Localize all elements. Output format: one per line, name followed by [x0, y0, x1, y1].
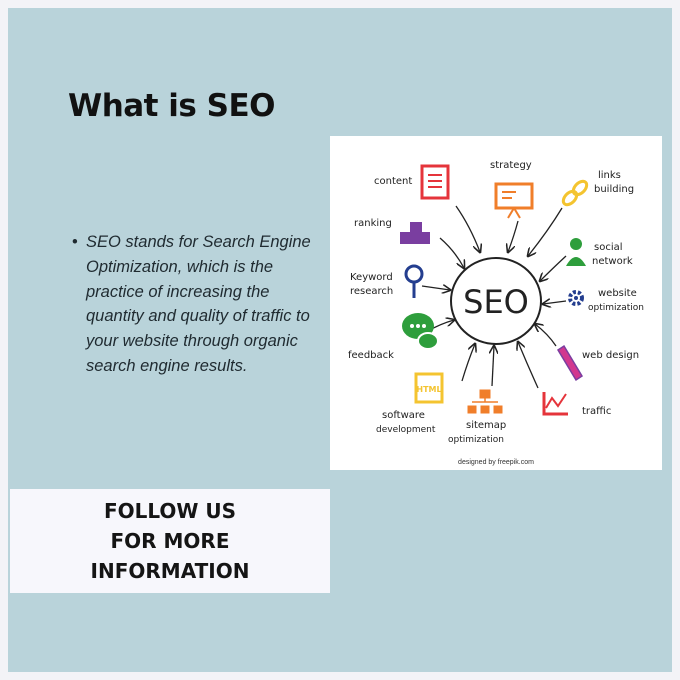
- arrow-ranking: [439, 237, 464, 268]
- link-chain-icon: [561, 179, 589, 207]
- arrow-links: [528, 207, 563, 256]
- arrow-strategy: [508, 220, 519, 252]
- label-feedback: feedback: [348, 350, 394, 361]
- label-keyword-1: Keyword: [350, 272, 393, 283]
- seo-card: What is SEO SEO stands for Search Engine…: [8, 8, 672, 672]
- label-links-2: building: [594, 184, 634, 195]
- strategy-icon: [494, 182, 534, 219]
- seo-center: SEO: [450, 257, 542, 345]
- label-ranking: ranking: [354, 218, 392, 229]
- html-file-icon: HTML: [414, 372, 444, 404]
- seo-center-label: SEO: [463, 283, 529, 321]
- label-social-2: network: [592, 256, 633, 267]
- magnifier-icon: [404, 264, 424, 298]
- follow-us-box: FOLLOW US FOR MORE INFORMATION: [10, 489, 330, 593]
- sitemap-icon: [467, 389, 503, 414]
- page-title: What is SEO: [68, 88, 276, 124]
- social-person-icon: [566, 238, 586, 266]
- description-item: SEO stands for Search Engine Optimizatio…: [72, 230, 322, 379]
- arrow-sitemap: [492, 346, 494, 387]
- label-software-2: development: [376, 425, 436, 435]
- label-web-design: web design: [582, 350, 639, 361]
- ranking-icon: [400, 222, 430, 244]
- arrow-social: [540, 255, 567, 281]
- label-traffic: traffic: [582, 406, 611, 417]
- follow-line-1: FOLLOW US: [103, 499, 237, 523]
- gear-icon: [568, 290, 584, 306]
- label-social-1: social: [594, 242, 623, 253]
- arrow-webdesign: [535, 324, 557, 347]
- seo-illustration: SEO: [330, 136, 662, 470]
- content-icon: [420, 164, 450, 200]
- traffic-chart-icon: [542, 392, 568, 416]
- label-sitemap-1: sitemap: [466, 420, 506, 431]
- description-list: SEO stands for Search Engine Optimizatio…: [72, 230, 322, 379]
- arrow-keyword: [421, 286, 450, 290]
- label-website-1: website: [598, 288, 637, 299]
- label-website-2: optimization: [588, 303, 644, 313]
- label-strategy: strategy: [490, 160, 532, 171]
- arrow-content: [455, 205, 480, 252]
- label-sitemap-2: optimization: [448, 435, 504, 445]
- image-credit: designed by freepik.com: [458, 459, 534, 466]
- label-links-1: links: [598, 170, 621, 181]
- label-content: content: [374, 176, 412, 187]
- html-file-label: HTML: [416, 385, 441, 394]
- seo-diagram: SEO: [348, 160, 644, 445]
- arrow-traffic: [518, 342, 539, 389]
- follow-line-2: FOR MORE: [110, 529, 230, 553]
- label-software-1: software: [382, 410, 425, 421]
- chat-bubble-icon: [402, 313, 439, 350]
- arrow-software: [461, 344, 475, 382]
- arrows: [421, 205, 567, 389]
- follow-line-3: INFORMATION: [90, 559, 250, 583]
- pencil-icon: [556, 344, 584, 382]
- arrow-website: [543, 301, 567, 304]
- label-keyword-2: research: [350, 286, 393, 297]
